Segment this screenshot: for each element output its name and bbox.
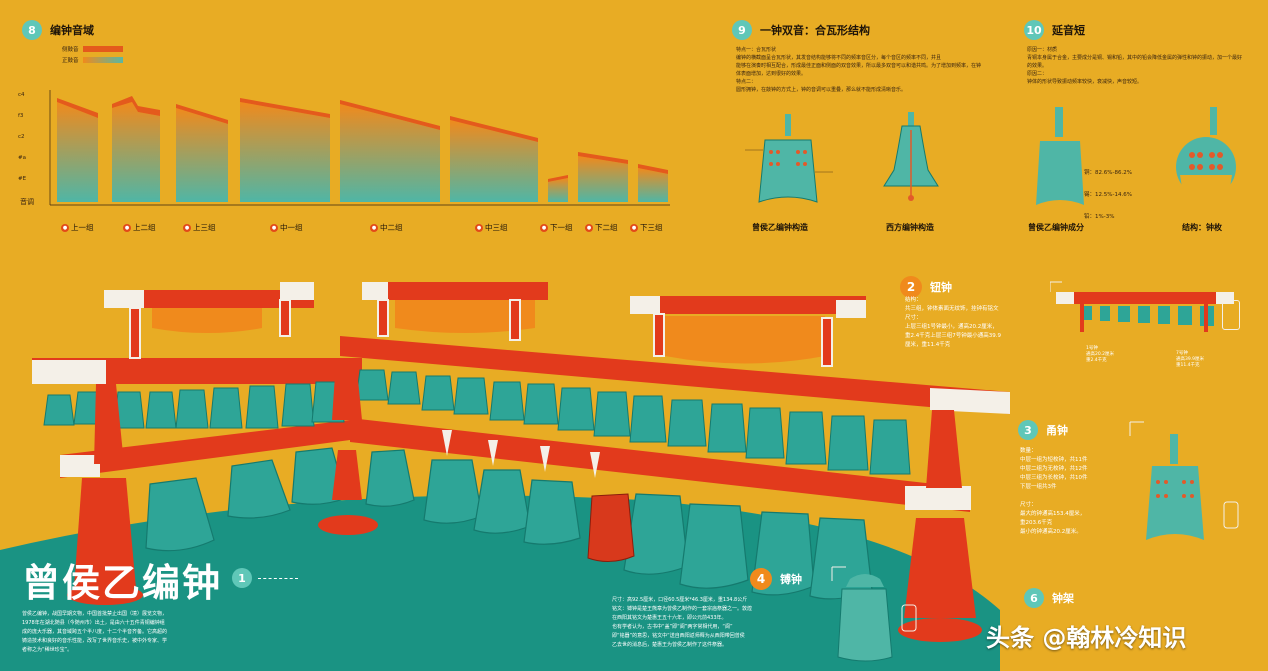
diagram-caption: 曾侯乙编钟成分 (1028, 222, 1084, 232)
y-ticks: c4 f3 c2 #a #E (18, 92, 26, 182)
bo-bell (587, 493, 635, 562)
zenghou-bell-structure-diagram (745, 114, 833, 203)
section-8-header: 8 编钟音域 (22, 20, 94, 40)
middle-beam (32, 336, 1010, 414)
section-title: 钟架 (1052, 592, 1074, 605)
bo-bell-diagram (831, 566, 917, 662)
section-number: 4 (750, 568, 772, 590)
section-9-header: 9 一钟双音：合瓦形结构 (732, 20, 870, 40)
warrior-pillars (67, 360, 982, 642)
y-tick: c4 (18, 92, 25, 98)
section-title: 延音短 (1052, 24, 1085, 37)
section-number: 8 (22, 20, 42, 40)
section-4-header: 4 镈钟 (750, 568, 802, 590)
group-label: ●上二组 (123, 223, 156, 232)
group-label: ●中二组 (370, 223, 403, 232)
niu-bell-set-diagram (1050, 281, 1234, 332)
alloy-bell-diagram (1036, 107, 1084, 205)
yong-bell-diagram (1129, 421, 1239, 540)
group-label: ●上一组 (61, 223, 94, 232)
legend-label: 侧鼓音 (62, 47, 79, 53)
groups (57, 96, 668, 202)
group-label: ●中一组 (270, 223, 303, 232)
beam-posts (129, 299, 833, 367)
section-2-header: 2 钮钟 (900, 276, 952, 298)
section-number: 6 (1024, 588, 1044, 608)
section-number: 10 (1024, 20, 1044, 40)
section-3-header: 3 甬钟 (1018, 420, 1068, 440)
diagram-caption: 曾侯乙编钟构造 (752, 222, 808, 232)
section-number: 9 (732, 20, 752, 40)
lower-beam (60, 418, 971, 512)
section-number: 1 (232, 568, 252, 588)
alloy-composition: 铜：82.6%-86.2% 锡：12.5%-14.6% 铅：1%-3% (1084, 168, 1132, 220)
section-title: 一钟双音：合瓦形结构 (760, 24, 870, 37)
y-tick: c2 (18, 134, 25, 140)
v-hooks (442, 430, 600, 478)
bell-boss-diagram (1176, 107, 1236, 200)
group-label: ●中三组 (475, 223, 508, 232)
section-3-text: 数量： 中层一组为短枚钟，共11件 中层二组为无枚钟，共12件 中层三组为长枚钟… (1020, 448, 1088, 535)
y-tick: #a (18, 155, 26, 161)
western-bell-structure-diagram (883, 112, 939, 201)
top-beams (104, 282, 866, 318)
section-9-text: 特点一：合瓦形状 编钟的横截面呈合瓦形状，其发音结构能够将不同的频率音区分，每个… (736, 47, 982, 93)
chart-legend: 侧鼓音 正鼓音 (62, 45, 123, 64)
section-1-marker: 1 (232, 568, 298, 588)
section-2-text: 结构： 共三组，钟体素面无纹饰，挂钟有铭文 尺寸： 上层三组1号钟最小，通高20… (905, 297, 1001, 348)
section-10-header: 10 延音短 (1024, 20, 1085, 40)
section-title: 钮钟 (930, 281, 952, 294)
group-label: ●下一组 (540, 223, 573, 232)
section-title: 镈钟 (780, 573, 802, 586)
niu-bells (152, 300, 825, 364)
main-title: 曾侯乙编钟 (22, 561, 223, 605)
niu-bell-small-caption: 1号钟 通高20.2厘米 重2.4千克 (1086, 346, 1115, 363)
teal-ground (0, 495, 1000, 671)
alloy-item: 锡：12.5%-14.6% (1084, 192, 1132, 198)
phone-icon (1222, 300, 1240, 330)
alloy-item: 铅：1%-3% (1084, 214, 1115, 220)
section-number: 2 (900, 276, 922, 298)
range-chart (49, 90, 670, 206)
y-tick: f3 (18, 113, 24, 119)
section-1-text: 曾侯乙编钟，战国早期文物，中国首批禁止出国（境）展览文物， 1978年在湖北随县… (22, 611, 168, 653)
group-label: ●下三组 (630, 223, 663, 232)
y-axis-label: 音调 (20, 198, 34, 206)
alloy-item: 铜：82.6%-86.2% (1084, 170, 1132, 176)
section-number: 3 (1018, 420, 1038, 440)
watermark: 头条 @翰林冷知识 (986, 624, 1187, 652)
section-title: 甬钟 (1046, 424, 1068, 437)
section-title: 编钟音域 (50, 24, 94, 37)
y-tick: #E (18, 176, 27, 182)
section-6-header: 6 钟架 (1024, 588, 1074, 608)
niu-bell-large-caption: 7号钟 通高39.9厘米 重11.4千克 (1176, 351, 1205, 368)
diagram-caption: 西方编钟构造 (886, 222, 934, 232)
legend-label: 正鼓音 (62, 58, 79, 64)
group-labels: ●上一组 ●上二组 ●上三组 ●中一组 ●中二组 ●中三组 ●下一组 ●下二组 … (55, 222, 675, 232)
group-label: ●上三组 (183, 223, 216, 232)
diagram-caption: 结构：钟枚 (1182, 222, 1222, 232)
group-label: ●下二组 (585, 223, 618, 232)
section-4-text: 尺寸：高92.5厘米，口径60.5厘米*46.3厘米，重134.8公斤 铭文：镈… (612, 597, 753, 648)
section-10-text: 原因一：材质 青铜本身属于合金，主要成分是铜、锡和铅，其中的铅会降低金属的弹性和… (1027, 47, 1243, 85)
